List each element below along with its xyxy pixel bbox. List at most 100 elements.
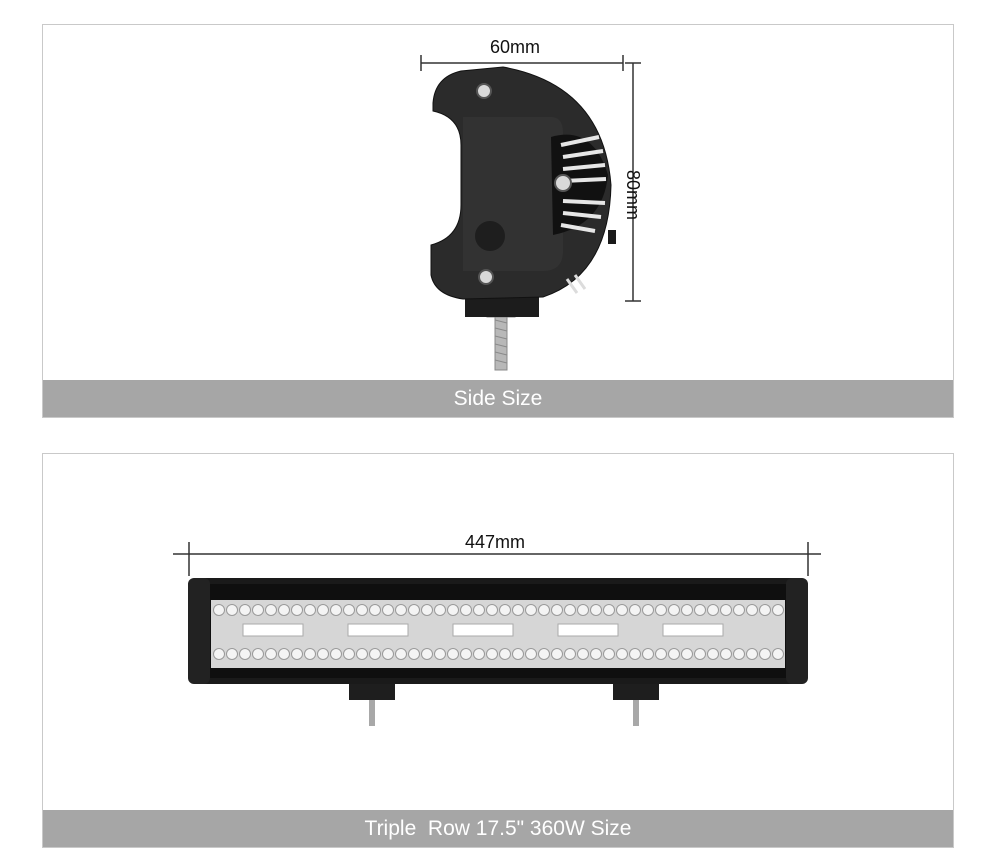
length-dimension-line <box>173 542 821 576</box>
led-dot <box>746 604 758 616</box>
led-dot <box>317 604 329 616</box>
led-dot <box>408 604 420 616</box>
led-dot <box>564 604 576 616</box>
led-dot <box>356 648 368 660</box>
led-dot <box>395 604 407 616</box>
led-dot <box>239 648 251 660</box>
led-dot <box>525 604 537 616</box>
led-dot <box>759 604 771 616</box>
led-strip <box>242 623 304 637</box>
led-dot <box>616 648 628 660</box>
led-dot <box>629 648 641 660</box>
led-dot <box>772 604 784 616</box>
led-dot <box>330 648 342 660</box>
led-dot <box>733 648 745 660</box>
led-dot <box>252 604 264 616</box>
led-dot <box>759 648 771 660</box>
led-dot <box>590 648 602 660</box>
led-dot <box>642 648 654 660</box>
led-dot <box>694 648 706 660</box>
led-dot <box>421 648 433 660</box>
front-view-drawing <box>173 542 821 726</box>
led-dot <box>603 604 615 616</box>
led-dot <box>772 648 784 660</box>
led-dot <box>369 604 381 616</box>
side-view-drawing <box>420 55 641 371</box>
width-dimension-label: 60mm <box>490 37 541 57</box>
led-dot <box>486 648 498 660</box>
led-dot <box>551 604 563 616</box>
side-size-panel: 60mm 80mm Side Size <box>42 24 954 418</box>
wire-leads <box>565 274 587 294</box>
led-dot <box>720 604 732 616</box>
cable-port <box>475 221 505 251</box>
led-dot <box>330 604 342 616</box>
led-dot <box>616 604 628 616</box>
led-dot <box>499 604 511 616</box>
screws <box>476 83 572 285</box>
led-dot <box>434 604 446 616</box>
led-dot <box>265 604 277 616</box>
led-dot <box>499 648 511 660</box>
led-dot <box>434 648 446 660</box>
led-strip <box>452 623 514 637</box>
led-dot <box>642 604 654 616</box>
led-dot <box>668 604 680 616</box>
left-end-cap <box>188 578 210 684</box>
led-dot <box>304 648 316 660</box>
led-dot <box>317 648 329 660</box>
front-size-panel: 447mm Triple Row 17.5" 360W Size <box>42 453 954 848</box>
led-dot <box>733 604 745 616</box>
led-dot <box>538 604 550 616</box>
led-dot <box>213 604 225 616</box>
led-dot <box>551 648 563 660</box>
height-dimension-label: 80mm <box>623 170 643 221</box>
led-dot <box>668 648 680 660</box>
led-dot <box>564 648 576 660</box>
led-dot <box>590 604 602 616</box>
led-dot <box>447 648 459 660</box>
led-dot <box>460 648 472 660</box>
led-dot <box>278 648 290 660</box>
led-dot <box>512 648 524 660</box>
front-size-caption: Triple Row 17.5" 360W Size <box>43 810 953 847</box>
led-dot <box>720 648 732 660</box>
led-dot <box>707 648 719 660</box>
width-dimension-line <box>420 55 624 71</box>
led-dot <box>226 648 238 660</box>
right-end-cap <box>786 578 808 684</box>
led-strip <box>662 623 724 637</box>
inner-block <box>463 117 563 271</box>
led-dot <box>577 648 589 660</box>
side-size-caption: Side Size <box>43 380 953 417</box>
led-dot <box>382 604 394 616</box>
led-dot <box>603 648 615 660</box>
led-rows <box>213 604 784 660</box>
led-dot <box>291 604 303 616</box>
led-dot <box>252 648 264 660</box>
led-strip <box>347 623 409 637</box>
led-dot <box>421 604 433 616</box>
led-dot <box>694 604 706 616</box>
led-dot <box>655 604 667 616</box>
led-dot <box>629 604 641 616</box>
led-dot <box>447 604 459 616</box>
led-dot <box>408 648 420 660</box>
led-strip <box>557 623 619 637</box>
cooling-fins <box>551 134 608 235</box>
led-dot <box>486 604 498 616</box>
led-dot <box>707 604 719 616</box>
led-dot <box>577 604 589 616</box>
height-dimension-line <box>625 62 641 302</box>
led-dot <box>538 648 550 660</box>
led-dot <box>343 648 355 660</box>
led-dot <box>473 648 485 660</box>
led-dot <box>460 604 472 616</box>
led-dot <box>655 648 667 660</box>
led-dot <box>369 648 381 660</box>
led-dot <box>356 604 368 616</box>
mounting-brackets <box>349 680 659 726</box>
led-dot <box>291 648 303 660</box>
led-dot <box>681 604 693 616</box>
led-dot <box>746 648 758 660</box>
